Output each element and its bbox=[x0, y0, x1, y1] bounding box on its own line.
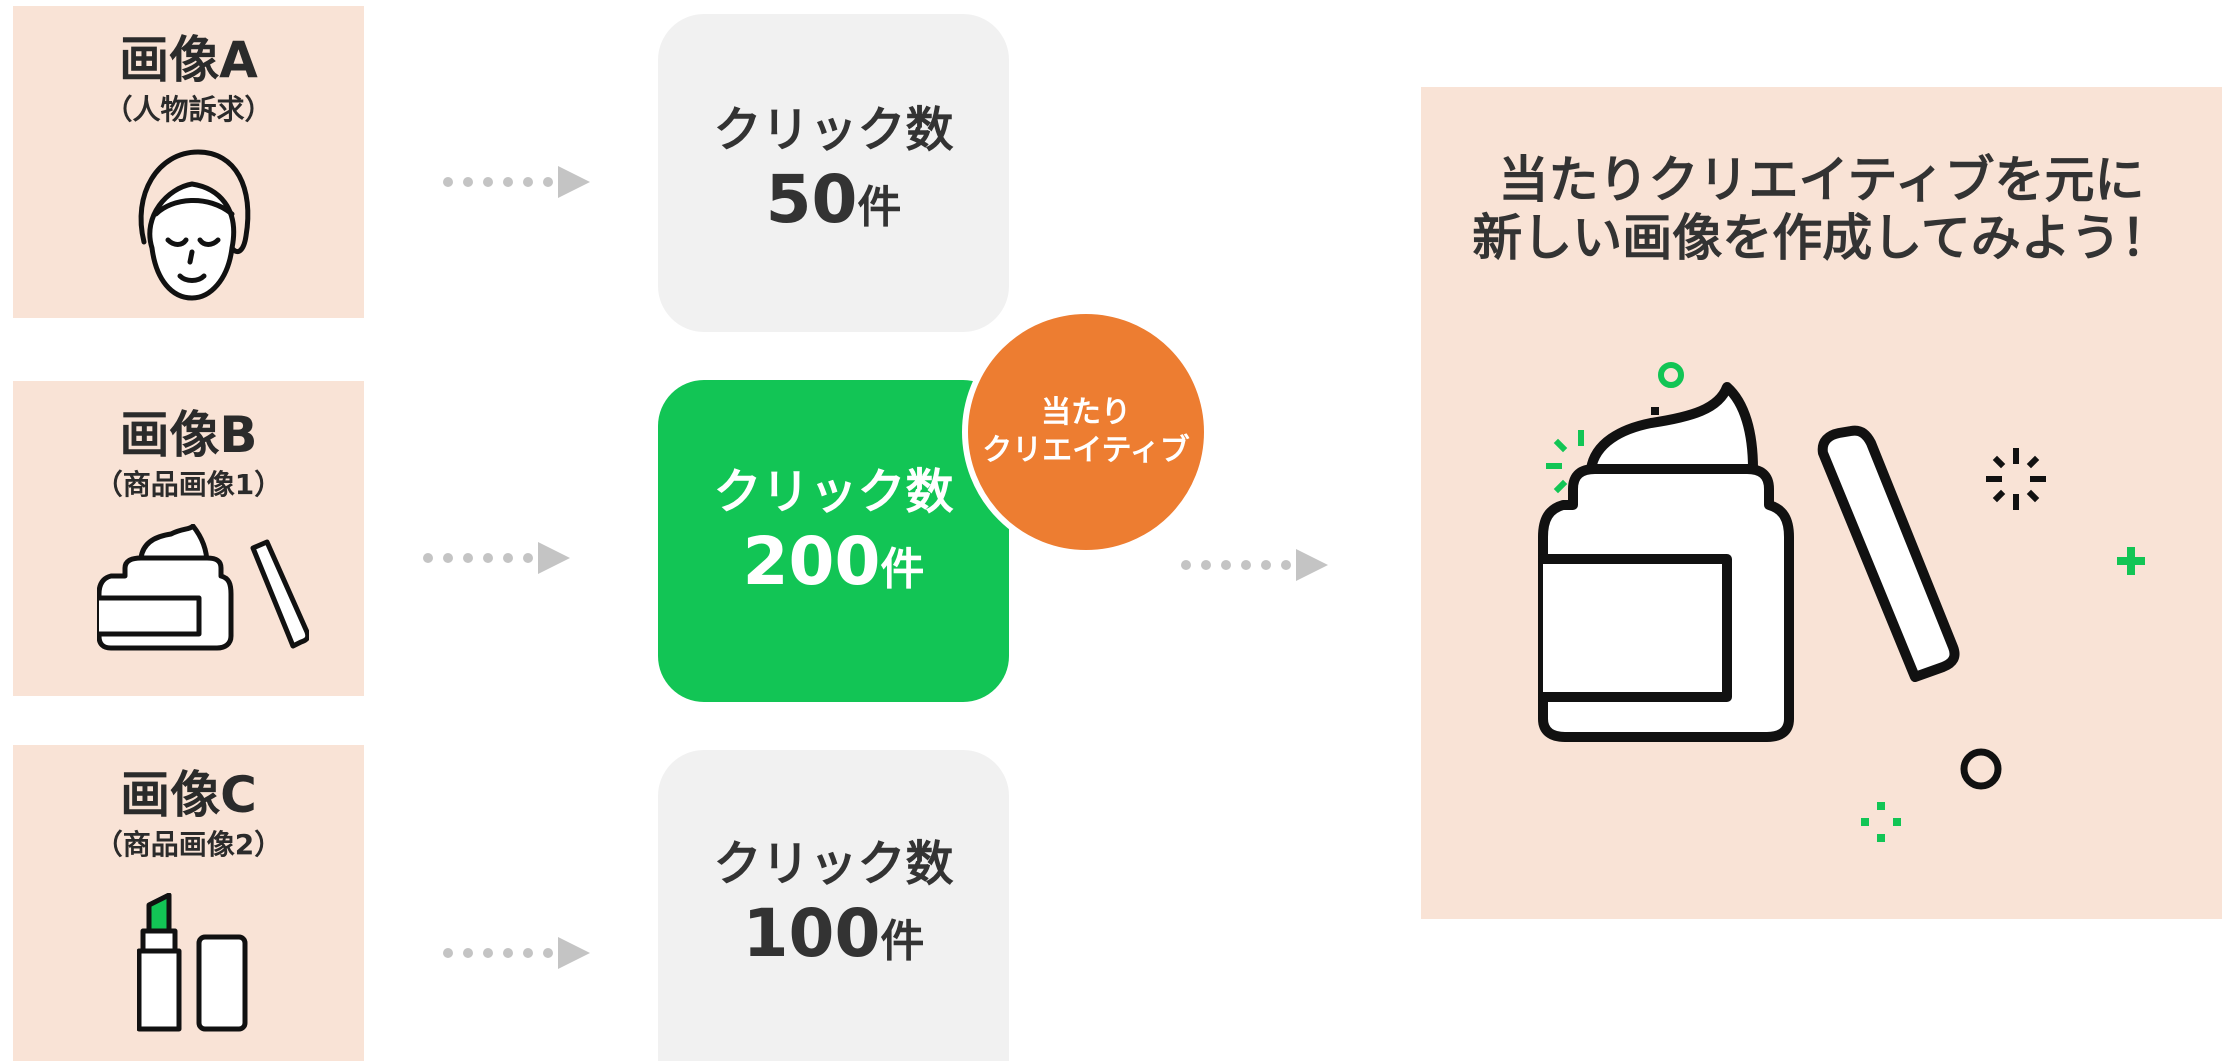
dotted-arrow-icon bbox=[423, 542, 570, 574]
image-panel-c: 画像C （商品画像2） bbox=[13, 745, 364, 1061]
result-heading-line-2: 新しい画像を作成してみよう！ bbox=[1472, 209, 2171, 267]
image-title: 画像C bbox=[120, 766, 257, 824]
click-count-box-c: クリック数 100件 bbox=[658, 750, 1009, 1061]
image-panel-b: 画像B （商品画像1） bbox=[13, 381, 364, 696]
click-count-number: 100 bbox=[742, 895, 881, 972]
result-heading-line-1: 当たりクリエイティブを元に bbox=[1498, 151, 2145, 209]
lipstick-icon bbox=[137, 893, 248, 1032]
click-count-unit: 件 bbox=[880, 916, 925, 967]
click-count-value: 50件 bbox=[658, 164, 1009, 253]
image-subtitle: （商品画像1） bbox=[94, 468, 283, 501]
click-count-number: 200 bbox=[742, 523, 881, 600]
cream-jar-icon bbox=[97, 524, 309, 651]
click-count-value: 200件 bbox=[658, 526, 1009, 615]
cream-jar-sparkle-icon bbox=[1538, 362, 2145, 842]
image-subtitle: （商品画像2） bbox=[94, 828, 283, 861]
click-count-label: クリック数 bbox=[713, 102, 954, 158]
dotted-arrow-icon bbox=[1181, 549, 1328, 581]
badge-line-2: クリエイティブ bbox=[982, 433, 1190, 468]
badge-line-1: 当たり bbox=[1041, 395, 1131, 430]
face-towel-icon bbox=[138, 149, 251, 301]
click-count-box-b: クリック数 200件 bbox=[658, 380, 1009, 702]
click-count-unit: 件 bbox=[880, 544, 925, 595]
image-panel-a: 画像A （人物訴求） bbox=[13, 6, 364, 318]
dotted-arrow-icon bbox=[443, 937, 590, 969]
click-count-label: クリック数 bbox=[713, 464, 954, 520]
image-subtitle: （人物訴求） bbox=[104, 93, 273, 126]
click-count-unit: 件 bbox=[857, 182, 902, 233]
dotted-arrow-icon bbox=[443, 166, 590, 198]
click-count-box-a: クリック数 50件 bbox=[658, 14, 1009, 332]
result-panel: 当たりクリエイティブを元に 新しい画像を作成してみよう！ bbox=[1421, 87, 2222, 919]
image-title: 画像A bbox=[119, 31, 258, 89]
click-count-label: クリック数 bbox=[713, 836, 954, 892]
image-title: 画像B bbox=[119, 406, 258, 464]
winner-badge: 当たり クリエイティブ bbox=[962, 308, 1210, 556]
click-count-value: 100件 bbox=[658, 898, 1009, 987]
click-count-number: 50 bbox=[765, 161, 858, 238]
